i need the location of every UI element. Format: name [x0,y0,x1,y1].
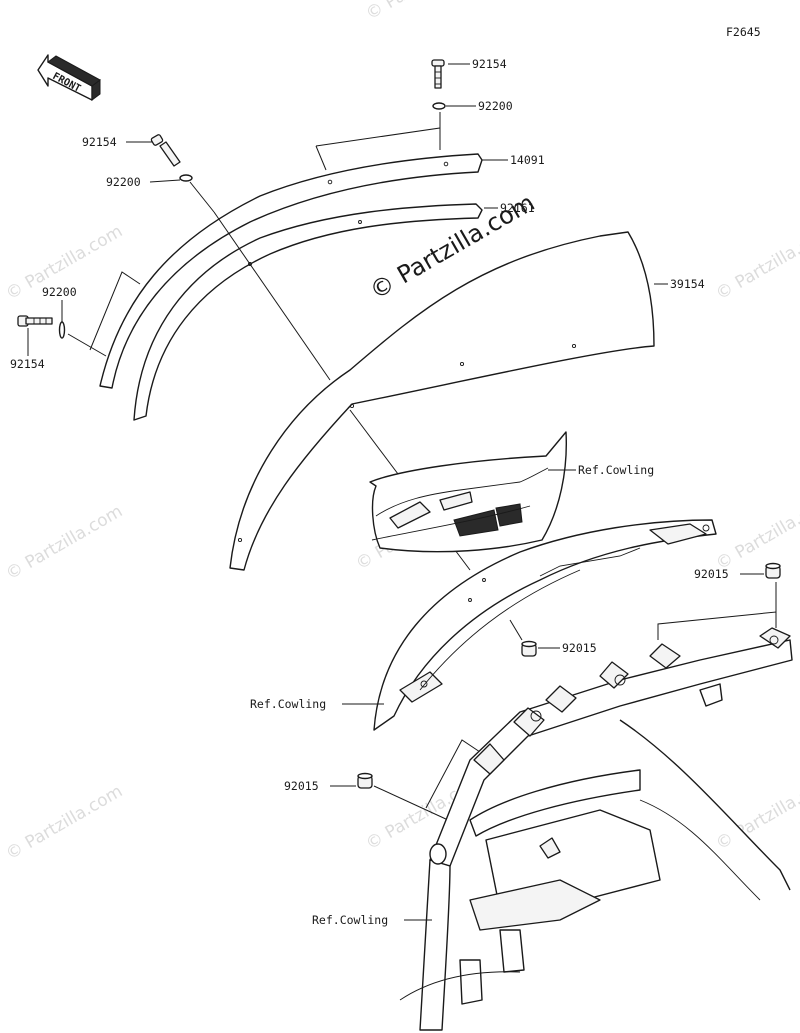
windshield [229,231,655,571]
cowling-upper [369,431,567,553]
washer-left-upper [179,174,193,182]
callout-bolt-left-lower: 92154 [10,357,45,371]
watermark-text: © Partzilla.com [3,781,127,864]
grommet-center [521,640,537,657]
grommet-left [357,772,373,789]
windshield-damper [133,203,483,421]
washer-left-lower [58,321,66,339]
front-direction-arrow: FRONT [37,54,101,101]
cowling-middle [373,519,717,731]
callout-ref-cowling-upper: Ref.Cowling [578,463,654,477]
callout-bolt-left-upper: 92154 [82,135,117,149]
watermark-layer: © Partzilla.com © Partzilla.com © Partzi… [3,0,800,864]
callout-damper: 92161 [500,201,535,215]
windshield-trim [99,153,483,389]
callout-grommet-center: 92015 [562,641,597,655]
bolt-top [431,59,445,89]
callout-bolt-top: 92154 [472,57,507,71]
watermark-text: © Partzilla.com [3,501,127,584]
callout-grommet-right: 92015 [694,567,729,581]
diagram-code: F2645 [726,25,761,39]
callout-grommet-left: 92015 [284,779,319,793]
callout-ref-cowling-middle: Ref.Cowling [250,697,326,711]
callout-washer-left-upper: 92200 [106,175,141,189]
washer-top [432,102,446,110]
bolt-left-upper [150,134,181,167]
bolt-left-lower [17,315,53,327]
callout-washer-left-lower: 92200 [42,285,77,299]
watermark-text: © Partzilla.com [713,491,800,574]
grommet-right [765,562,781,579]
callout-washer-top: 92200 [478,99,513,113]
watermark-text: © Partzilla.com [713,221,800,304]
cowling-lower-bracket [399,627,793,1031]
callout-windshield: 39154 [670,277,705,291]
watermark-text: © Partzilla.com [363,0,487,24]
callout-windshield-trim: 14091 [510,153,545,167]
callout-ref-cowling-lower: Ref.Cowling [312,913,388,927]
